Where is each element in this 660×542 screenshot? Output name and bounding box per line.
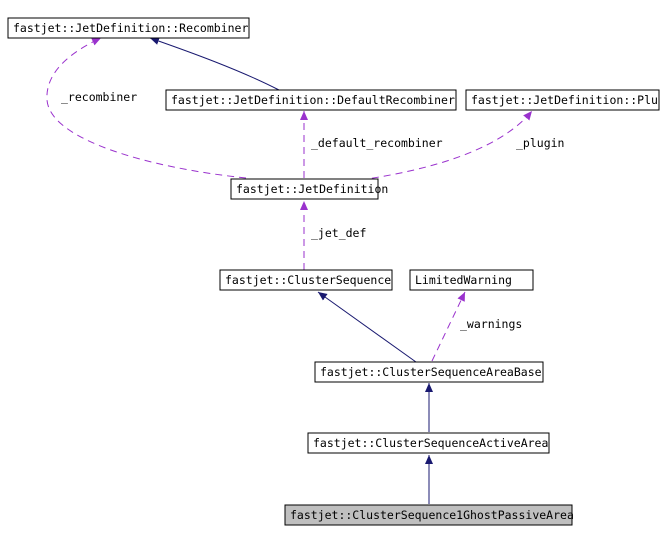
node-plugin[interactable]: fastjet::JetDefinition::Plu [465,89,660,111]
node-cluster-sequence[interactable]: fastjet::ClusterSequence [219,269,393,291]
edge-warnings-usage [431,291,466,362]
edge-recombiner-usage [46,37,247,179]
node-area-base[interactable]: fastjet::ClusterSequenceAreaBase [314,361,544,383]
edge-label-warnings: _warnings [460,317,522,331]
node-limited-warning-label: LimitedWarning [415,273,512,287]
node-ghost-passive-area[interactable]: fastjet::ClusterSequence1GhostPassiveAre… [284,504,574,526]
node-plugin-label: fastjet::JetDefinition::Plu [471,93,658,107]
edge-default-recombiner-inherits-recombiner [149,37,280,91]
node-jet-definition-label: fastjet::JetDefinition [236,182,388,196]
node-active-area-label: fastjet::ClusterSequenceActiveArea [313,436,548,450]
node-recombiner-label: fastjet::JetDefinition::Recombiner [13,21,248,35]
node-recombiner[interactable]: fastjet::JetDefinition::Recombiner [7,17,250,39]
node-default-recombiner[interactable]: fastjet::JetDefinition::DefaultRecombine… [165,89,457,111]
node-limited-warning[interactable]: LimitedWarning [409,269,534,291]
edge-label-default-recombiner: _default_recombiner [311,136,443,150]
node-active-area[interactable]: fastjet::ClusterSequenceActiveArea [307,432,550,454]
edge-label-plugin: _plugin [516,136,564,150]
node-jet-definition[interactable]: fastjet::JetDefinition [230,178,388,200]
node-ghost-passive-area-label: fastjet::ClusterSequence1GhostPassiveAre… [290,508,574,522]
node-default-recombiner-label: fastjet::JetDefinition::DefaultRecombine… [171,93,455,107]
node-area-base-label: fastjet::ClusterSequenceAreaBase [320,365,542,379]
edge-label-jet-def: _jet_def [311,226,366,240]
edge-area-base-inherits-cluster-sequence [317,291,417,363]
edge-plugin-usage [359,110,533,181]
node-cluster-sequence-label: fastjet::ClusterSequence [225,273,391,287]
edge-label-recombiner: _recombiner [61,90,137,104]
